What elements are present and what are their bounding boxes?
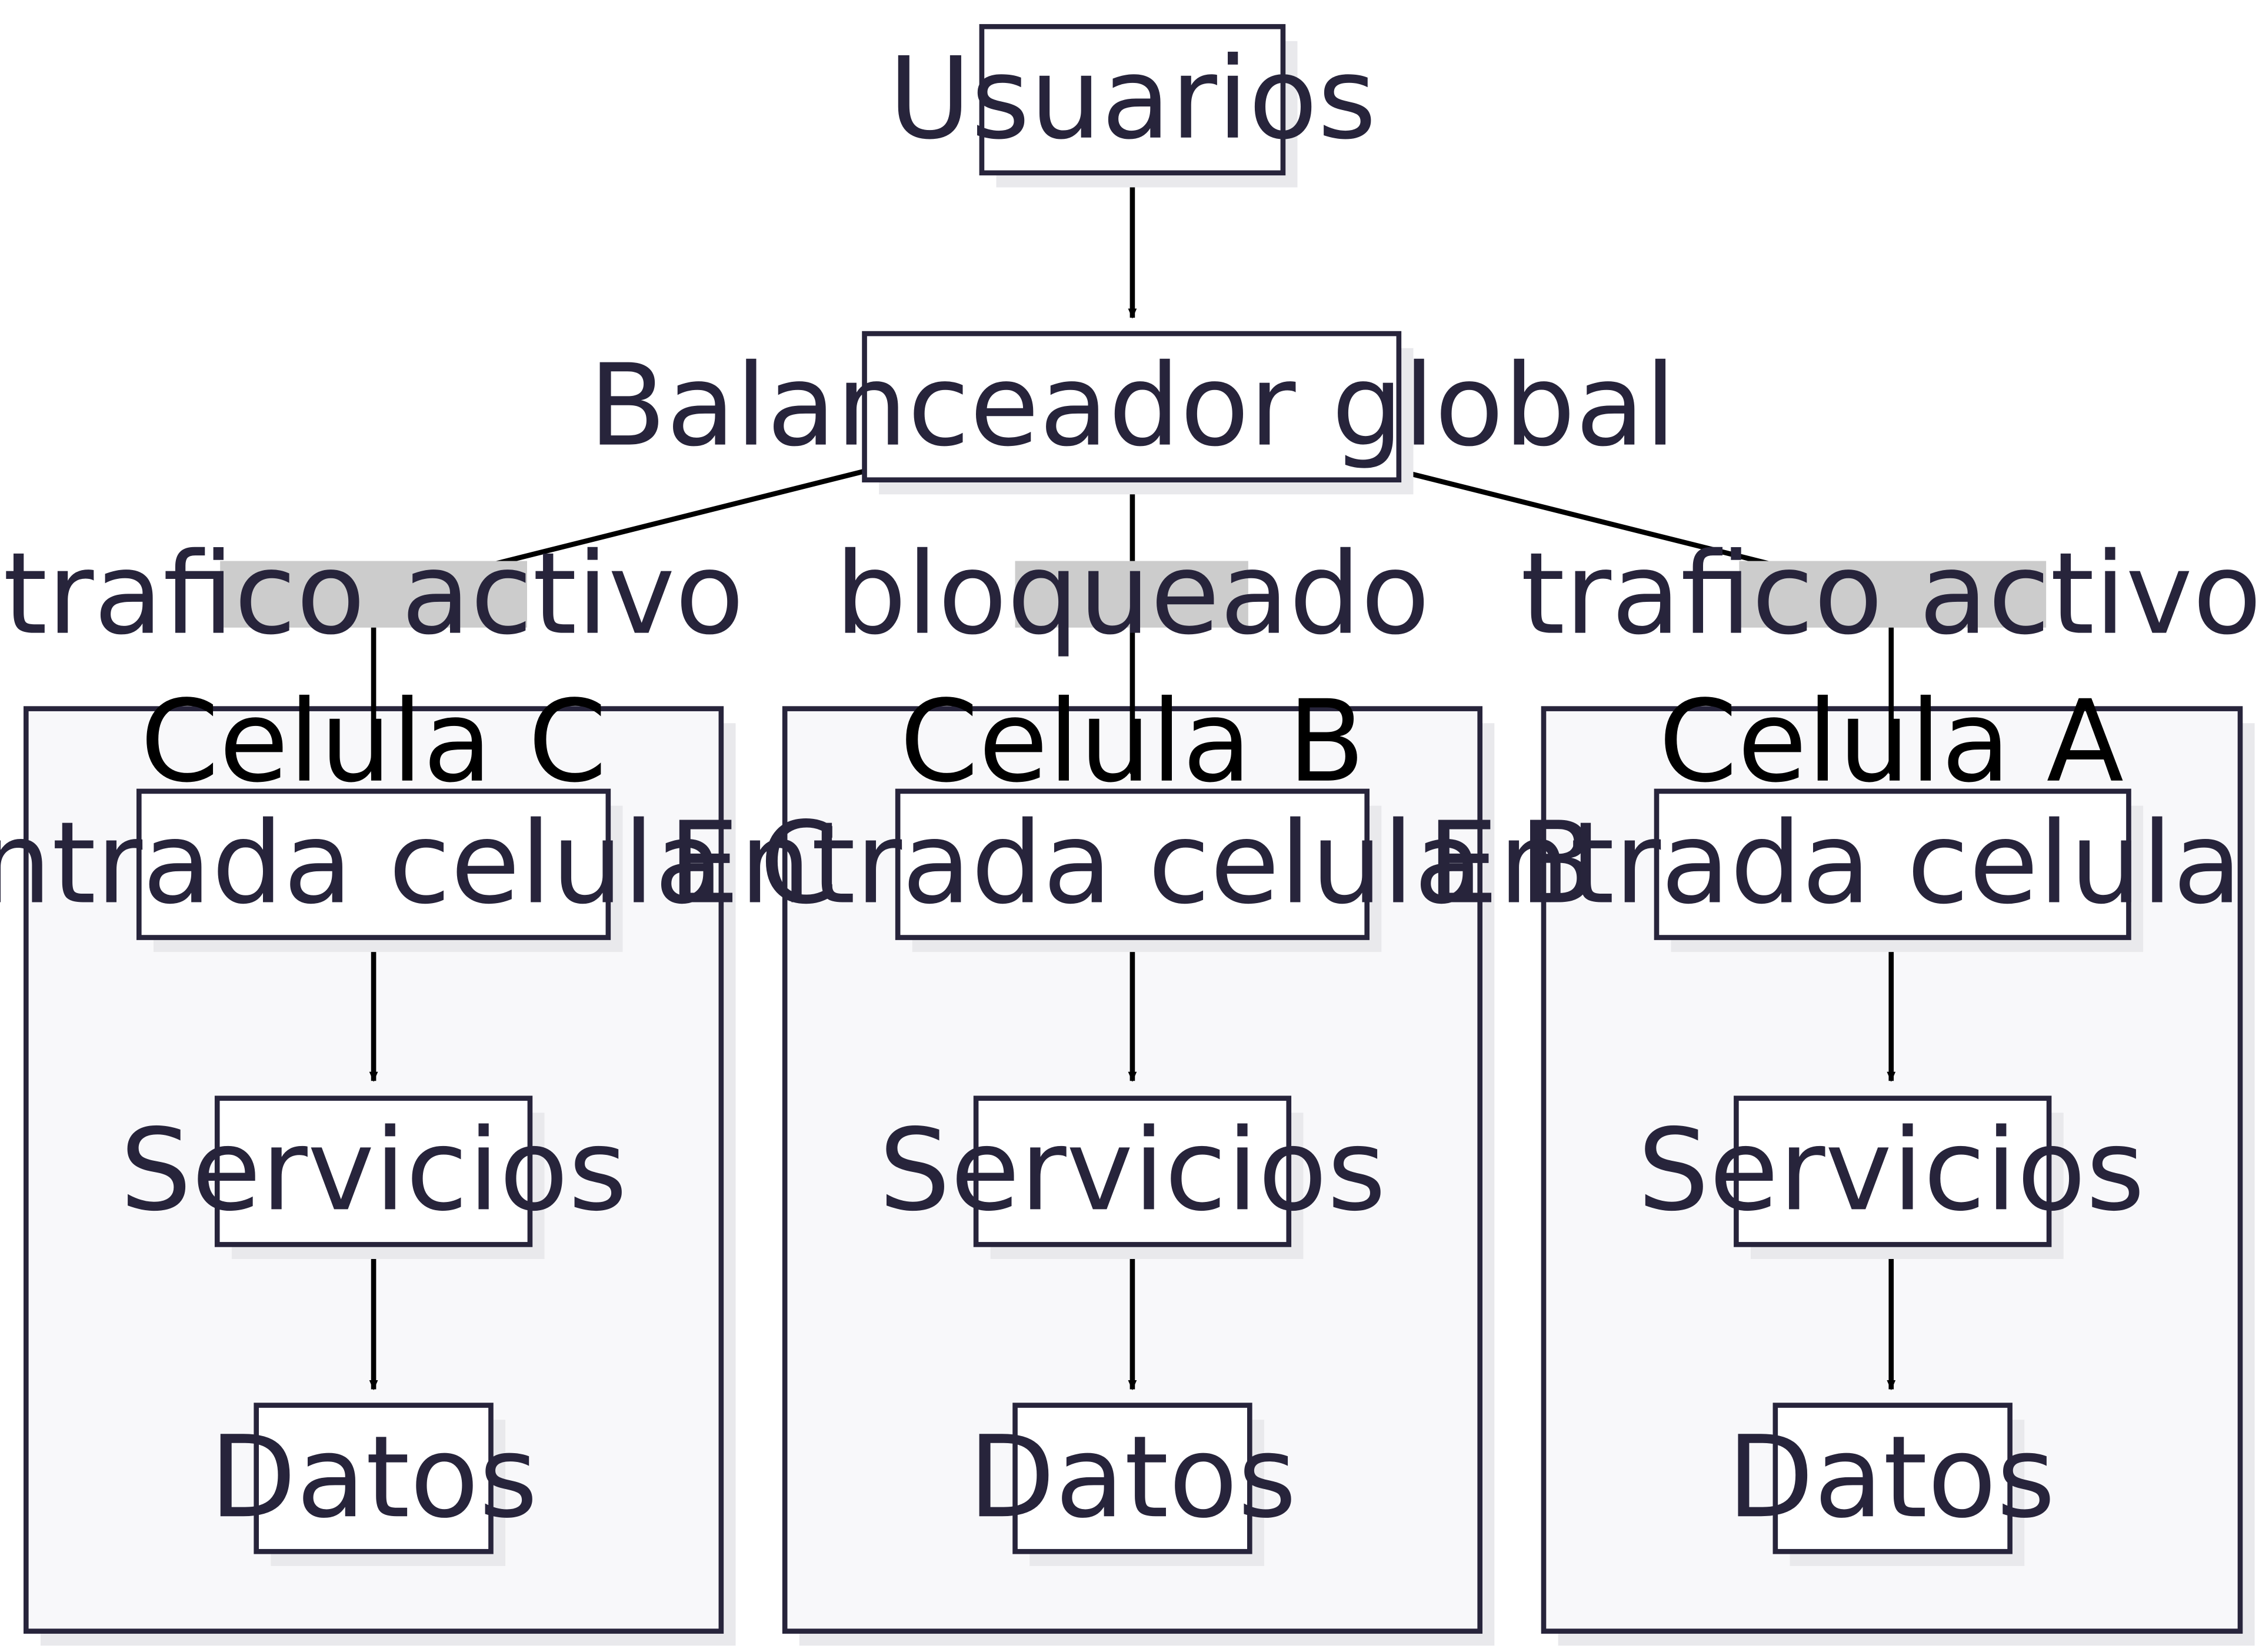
edge-label-background xyxy=(1015,561,1248,628)
node-servicios-b: Servicios xyxy=(879,1095,1386,1259)
node-label: Datos xyxy=(209,1412,538,1543)
node-entrada-celula-c: Entrada celula C xyxy=(0,788,838,952)
node-label: Entrada celula A xyxy=(1427,798,2259,930)
node-servicios-a: Servicios xyxy=(1638,1095,2145,1259)
node-label: Balanceador global xyxy=(589,341,1676,472)
node-label: Datos xyxy=(1727,1412,2055,1543)
node-box xyxy=(862,331,1402,482)
node-box xyxy=(254,1403,494,1554)
node-box xyxy=(979,24,1286,176)
node-datos-a: Datos xyxy=(1727,1403,2055,1566)
cluster-title-celula-c: Celula C xyxy=(140,677,607,808)
node-label: Entrada celula B xyxy=(668,798,1597,930)
node-box xyxy=(1654,788,2131,940)
node-box xyxy=(136,788,611,940)
node-usuarios: Usuarios xyxy=(888,24,1377,188)
node-box xyxy=(1012,1403,1252,1554)
edge-label-text: bloqueado xyxy=(835,529,1430,660)
node-label: Servicios xyxy=(1638,1105,2145,1236)
node-box xyxy=(895,788,1370,940)
node-box xyxy=(973,1095,1292,1247)
edge-label-to-a: trafico activo xyxy=(1521,529,2259,660)
edge-label-background xyxy=(220,561,528,628)
node-entrada-celula-b: Entrada celula B xyxy=(668,788,1597,952)
node-balanceador-global: Balanceador global xyxy=(589,331,1676,495)
node-label: Servicios xyxy=(120,1105,627,1236)
node-box xyxy=(1772,1403,2013,1554)
edge-label-to-c: trafico activo xyxy=(3,529,744,660)
node-label: Servicios xyxy=(879,1105,1386,1236)
node-label: Entrada celula C xyxy=(0,798,838,930)
edge-label-to-b: bloqueado xyxy=(835,529,1430,660)
edge-label-background xyxy=(1739,561,2047,628)
node-label: Datos xyxy=(968,1412,1297,1543)
node-label: Usuarios xyxy=(888,34,1377,165)
node-servicios-c: Servicios xyxy=(120,1095,627,1259)
edge-label-text: trafico activo xyxy=(3,529,744,660)
node-datos-c: Datos xyxy=(209,1403,538,1566)
edge-label-text: trafico activo xyxy=(1521,529,2259,660)
node-entrada-celula-a: Entrada celula A xyxy=(1427,788,2259,952)
node-datos-b: Datos xyxy=(968,1403,1297,1566)
cluster-title-celula-a: Celula A xyxy=(1658,677,2124,808)
node-box xyxy=(214,1095,533,1247)
node-box xyxy=(1734,1095,2052,1247)
cluster-title-celula-b: Celula B xyxy=(899,677,1365,808)
